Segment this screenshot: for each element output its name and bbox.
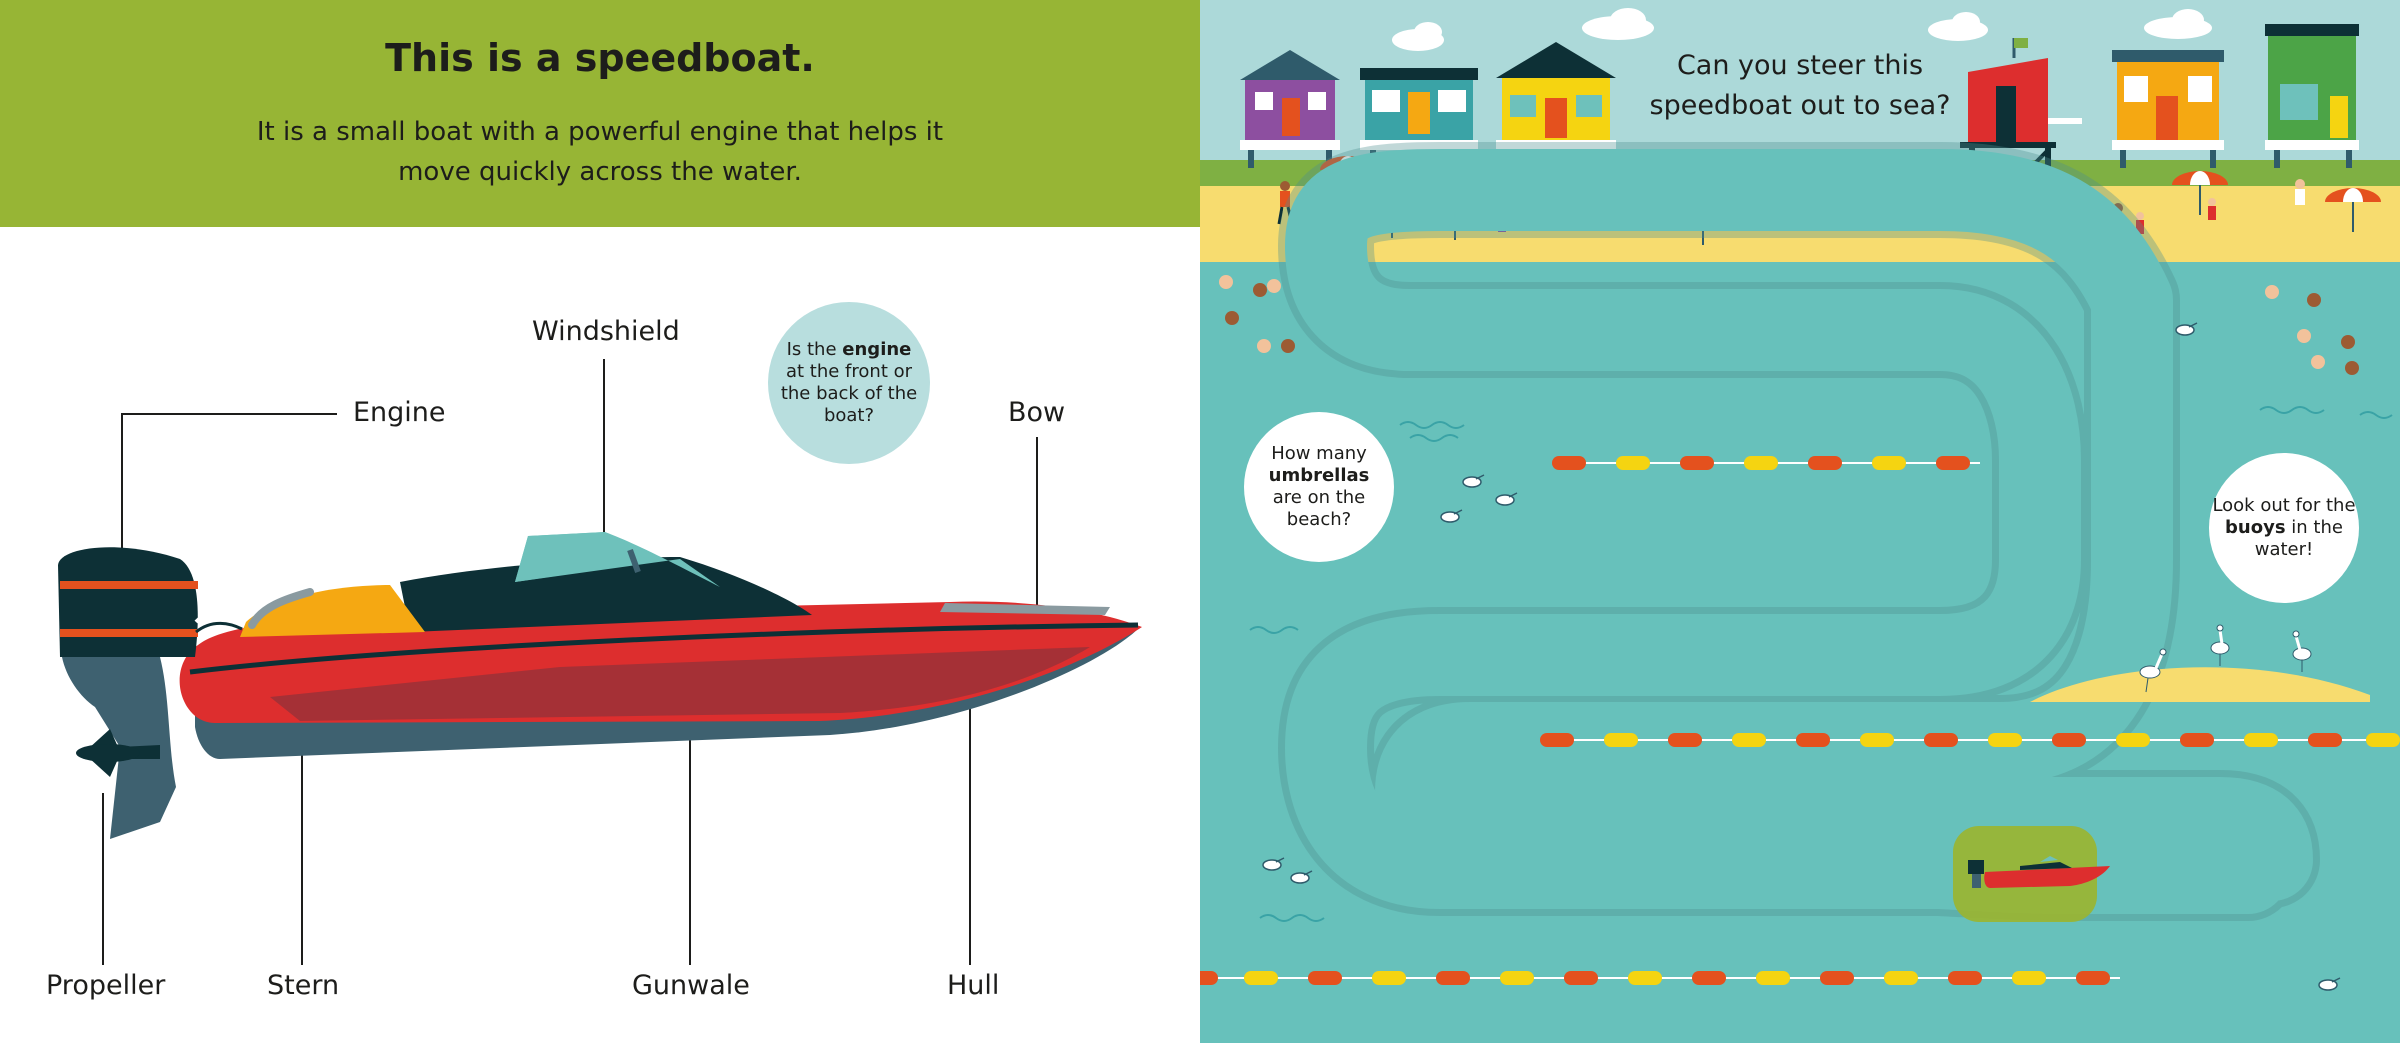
label-propeller: Propeller bbox=[46, 970, 166, 1001]
swimmer-icon bbox=[1225, 311, 1239, 325]
bow-trim bbox=[940, 603, 1110, 615]
propeller-hub bbox=[76, 744, 140, 762]
label-stern: Stern bbox=[267, 970, 340, 1001]
speedboat-diagram bbox=[58, 359, 1142, 965]
egret-icon bbox=[2210, 624, 2230, 666]
sandbar bbox=[2030, 667, 2370, 702]
beach-hut-orange bbox=[2112, 50, 2224, 168]
swimmer-icon bbox=[1219, 275, 1233, 289]
seagull-icon bbox=[2318, 977, 2341, 991]
cloud-icon bbox=[1392, 22, 1444, 51]
mini-engine-leg bbox=[1972, 874, 1981, 888]
seagull-icons bbox=[1262, 322, 2341, 991]
left-page: This is a speedboat. It is a small boat … bbox=[0, 0, 1200, 1001]
swimmer-icon bbox=[2311, 355, 2325, 369]
seagull-icon bbox=[1495, 492, 1518, 506]
buoy-question-text: Look out for the buoys in the water! bbox=[2212, 495, 2356, 560]
seagull-icon bbox=[1262, 857, 1285, 871]
maze-track-inner bbox=[1285, 149, 2313, 914]
swimmer-icon bbox=[2265, 285, 2279, 299]
speedboat-slider[interactable] bbox=[1953, 826, 2110, 922]
swimmer-icon bbox=[1253, 283, 1267, 297]
egret-icons bbox=[2139, 624, 2312, 693]
buoy-icons bbox=[1540, 733, 2400, 747]
seagull-icon bbox=[1290, 870, 1313, 884]
page-description: It is a small boat with a powerful engin… bbox=[256, 117, 944, 187]
label-bow: Bow bbox=[1008, 397, 1066, 428]
engine-hood bbox=[58, 547, 198, 657]
clouds bbox=[1392, 8, 2212, 51]
egret-icon bbox=[2139, 648, 2167, 693]
label-windshield: Windshield bbox=[532, 316, 680, 347]
swimmer-icons bbox=[1219, 275, 2359, 375]
beach-hut-purple bbox=[1240, 50, 1340, 168]
engine-leg bbox=[62, 657, 176, 839]
swimmer-icon bbox=[2345, 361, 2359, 375]
label-engine: Engine bbox=[353, 397, 446, 428]
rail bbox=[248, 588, 314, 629]
outboard-engine bbox=[58, 547, 243, 839]
engine-leader-line bbox=[121, 413, 337, 566]
speedboat-illustration bbox=[58, 532, 1142, 839]
mini-cabin bbox=[2020, 862, 2072, 870]
hull-shadow bbox=[270, 647, 1090, 721]
beach-hut-green bbox=[2265, 24, 2359, 168]
buoy-line-bottom bbox=[1200, 971, 2120, 985]
engine-stripe-2 bbox=[60, 629, 198, 637]
page-title: This is a speedboat. bbox=[385, 36, 815, 80]
swimmer-icon bbox=[2341, 335, 2355, 349]
seagull-icon bbox=[2175, 322, 2198, 336]
beach-hut-teal bbox=[1360, 68, 1478, 168]
umbrella-question-bubble: How many umbrellas are on the beach? bbox=[1244, 412, 1394, 562]
swimmer-icon bbox=[1267, 279, 1281, 293]
egret-icon bbox=[2292, 630, 2312, 672]
buoy-icons bbox=[1200, 971, 2110, 985]
engine-cable-2 bbox=[195, 621, 243, 634]
seagull-icon bbox=[1440, 509, 1463, 523]
person-icon bbox=[2136, 212, 2144, 234]
cloud-icon bbox=[1582, 8, 1654, 40]
title-banner: This is a speedboat. It is a small boat … bbox=[0, 0, 1200, 227]
right-page: Can you steer this speedboat out to sea?… bbox=[1200, 0, 2400, 1043]
beach-maze-scene bbox=[1200, 0, 2400, 991]
swimmer-icon bbox=[1281, 339, 1295, 353]
label-hull: Hull bbox=[947, 970, 1000, 1001]
swimmer-icon bbox=[1257, 339, 1271, 353]
person-icon bbox=[2208, 198, 2216, 220]
windshield-glass bbox=[515, 532, 650, 582]
engine-question-text: Is the engine at the front or the back o… bbox=[780, 339, 918, 426]
swimmer-icon bbox=[2307, 293, 2321, 307]
engine-cable bbox=[194, 610, 240, 624]
mini-engine bbox=[1968, 860, 1984, 874]
buoy-line-middle bbox=[1540, 733, 2400, 747]
wave-marks bbox=[1249, 406, 2393, 922]
seagull-icon bbox=[1462, 474, 1485, 488]
engine-stripe-1 bbox=[60, 581, 198, 589]
buoy-icons bbox=[1552, 456, 1970, 470]
beach-umbrella-icon bbox=[2172, 171, 2228, 215]
umbrella-question-text: How many umbrellas are on the beach? bbox=[1268, 443, 1370, 530]
buoy-question-bubble: Look out for the buoys in the water! bbox=[2209, 453, 2359, 603]
windshield-frame bbox=[627, 548, 641, 574]
label-gunwale: Gunwale bbox=[632, 970, 750, 1001]
maze-question: Can you steer this speedboat out to sea? bbox=[1649, 50, 1951, 121]
cabin-deck bbox=[400, 557, 812, 632]
swimmer-icon bbox=[2297, 329, 2311, 343]
beach-umbrella-icon bbox=[2325, 188, 2381, 232]
buoy-line-top bbox=[1552, 456, 1980, 470]
person-icon bbox=[2295, 179, 2305, 205]
mini-windshield bbox=[2040, 856, 2058, 862]
seat bbox=[240, 585, 425, 637]
beach-hut-yellow bbox=[1496, 42, 1616, 168]
mini-hull bbox=[1984, 866, 2110, 888]
engine-question-bubble: Is the engine at the front or the back o… bbox=[768, 302, 930, 464]
cloud-icon bbox=[1928, 12, 1988, 41]
beach-huts bbox=[1240, 24, 2359, 230]
gunwale-line bbox=[189, 622, 1139, 675]
cloud-icon bbox=[2144, 9, 2212, 39]
